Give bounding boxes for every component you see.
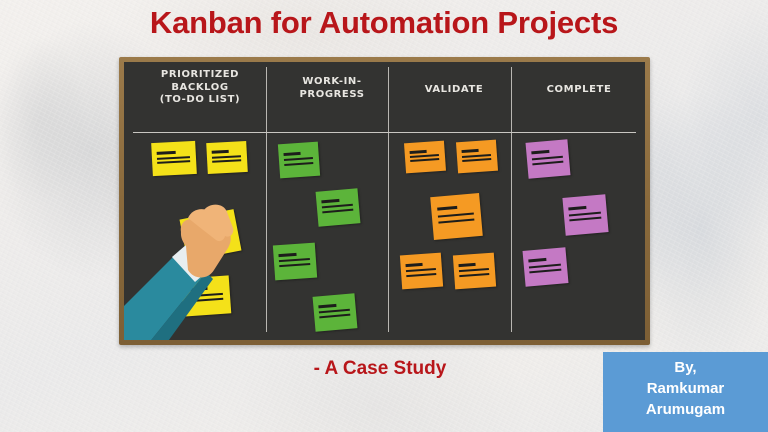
column-header-complete: COMPLETE bbox=[518, 84, 640, 97]
column-header-line: WORK-IN- bbox=[302, 76, 362, 87]
sticky-note-text-line bbox=[461, 148, 479, 154]
sticky-note[interactable] bbox=[179, 209, 242, 261]
sticky-note[interactable] bbox=[399, 252, 444, 290]
column-header-line: COMPLETE bbox=[546, 84, 612, 95]
sticky-note[interactable] bbox=[272, 242, 318, 281]
column-divider-3 bbox=[511, 67, 512, 332]
sticky-note-text-line bbox=[322, 208, 354, 214]
author-line-2: Ramkumar bbox=[646, 380, 725, 397]
sticky-note[interactable] bbox=[315, 188, 361, 227]
sticky-note-text-line bbox=[409, 149, 427, 154]
sticky-note-text-line bbox=[278, 258, 311, 263]
sticky-note-text-line bbox=[157, 155, 190, 160]
sticky-note-text-line bbox=[458, 262, 476, 267]
sticky-note-text-line bbox=[531, 155, 564, 161]
kanban-board-frame: PRIORITIZED BACKLOG (TO-DO LIST) WORK-IN… bbox=[119, 57, 650, 345]
sticky-note-text-line bbox=[321, 204, 354, 209]
sticky-note[interactable] bbox=[151, 140, 197, 177]
sticky-note[interactable] bbox=[452, 252, 497, 290]
sticky-note-text-line bbox=[188, 224, 212, 233]
sticky-note[interactable] bbox=[404, 140, 446, 174]
sticky-note-text-line bbox=[318, 303, 337, 309]
sticky-note-text-line bbox=[568, 205, 587, 211]
column-header-line: PROGRESS bbox=[299, 88, 365, 100]
header-rule bbox=[133, 132, 636, 133]
sticky-note-text-line bbox=[279, 263, 311, 268]
column-header-line: (TO-DO LIST) bbox=[159, 94, 241, 105]
sticky-note-text-line bbox=[437, 212, 475, 218]
sticky-note-text-line bbox=[321, 198, 340, 204]
sticky-note-text-line bbox=[319, 313, 351, 319]
sticky-note-text-line bbox=[406, 272, 437, 277]
sticky-note-text-line bbox=[438, 218, 475, 224]
sticky-note[interactable] bbox=[525, 139, 571, 179]
sticky-note[interactable] bbox=[312, 293, 358, 332]
sticky-note-text-line bbox=[461, 153, 492, 158]
sticky-note-text-line bbox=[569, 216, 602, 222]
sticky-note-text-line bbox=[529, 268, 562, 274]
sticky-note-text-line bbox=[532, 160, 564, 166]
sticky-note-text-line bbox=[187, 286, 208, 292]
sticky-note-text-line bbox=[318, 309, 351, 314]
author-line-1: By, bbox=[674, 359, 697, 376]
sticky-note[interactable] bbox=[430, 192, 483, 241]
sticky-note-text-line bbox=[528, 258, 547, 263]
column-header-validate: VALIDATE bbox=[394, 84, 514, 97]
sticky-note-text-line bbox=[283, 156, 314, 162]
column-header-line: PRIORITIZED bbox=[160, 69, 240, 80]
sticky-note-text-line bbox=[405, 267, 437, 273]
sticky-note-text-line bbox=[459, 272, 490, 277]
column-divider-2 bbox=[388, 67, 389, 332]
column-divider-1 bbox=[266, 67, 267, 332]
author-credit-box: By, Ramkumar Arumugam bbox=[603, 352, 768, 432]
column-header-line: BACKLOG bbox=[171, 81, 229, 93]
sticky-note-text-line bbox=[569, 211, 601, 217]
sticky-note-text-line bbox=[462, 157, 492, 163]
sticky-note-text-line bbox=[284, 161, 314, 166]
sticky-note-text-line bbox=[188, 297, 224, 303]
sticky-note-text-line bbox=[278, 252, 297, 258]
sticky-note-text-line bbox=[437, 206, 458, 211]
sticky-note-text-line bbox=[409, 154, 440, 159]
author-line-3: Arumugam bbox=[645, 401, 726, 418]
sticky-note-text-line bbox=[531, 150, 550, 155]
sticky-note-text-line bbox=[157, 160, 191, 164]
column-header-work-in-progress: WORK-IN- PROGRESS bbox=[272, 76, 392, 101]
sticky-note-text-line bbox=[156, 150, 176, 155]
sticky-note-text-line bbox=[405, 262, 423, 267]
sticky-note-text-line bbox=[211, 149, 229, 154]
sticky-note[interactable] bbox=[455, 139, 499, 174]
sticky-note-text-line bbox=[211, 154, 242, 159]
sticky-note-text-line bbox=[410, 158, 440, 163]
sticky-note-text-line bbox=[187, 292, 224, 297]
sticky-note[interactable] bbox=[180, 275, 232, 317]
column-header-prioritized-backlog: PRIORITIZED BACKLOG (TO-DO LIST) bbox=[130, 69, 270, 107]
sticky-note[interactable] bbox=[277, 141, 321, 179]
sticky-note[interactable] bbox=[522, 247, 569, 287]
kanban-board-surface: PRIORITIZED BACKLOG (TO-DO LIST) WORK-IN… bbox=[124, 62, 645, 340]
sticky-note-text-line bbox=[211, 159, 242, 163]
sticky-note-text-line bbox=[283, 151, 301, 156]
column-header-line: VALIDATE bbox=[424, 84, 484, 95]
sticky-note-text-line bbox=[529, 263, 561, 269]
sticky-note[interactable] bbox=[206, 140, 248, 175]
sticky-note[interactable] bbox=[562, 194, 609, 236]
sticky-note-text-line bbox=[458, 267, 490, 273]
subtitle: - A Case Study bbox=[313, 358, 447, 379]
page-title: Kanban for Automation Projects bbox=[149, 5, 619, 40]
